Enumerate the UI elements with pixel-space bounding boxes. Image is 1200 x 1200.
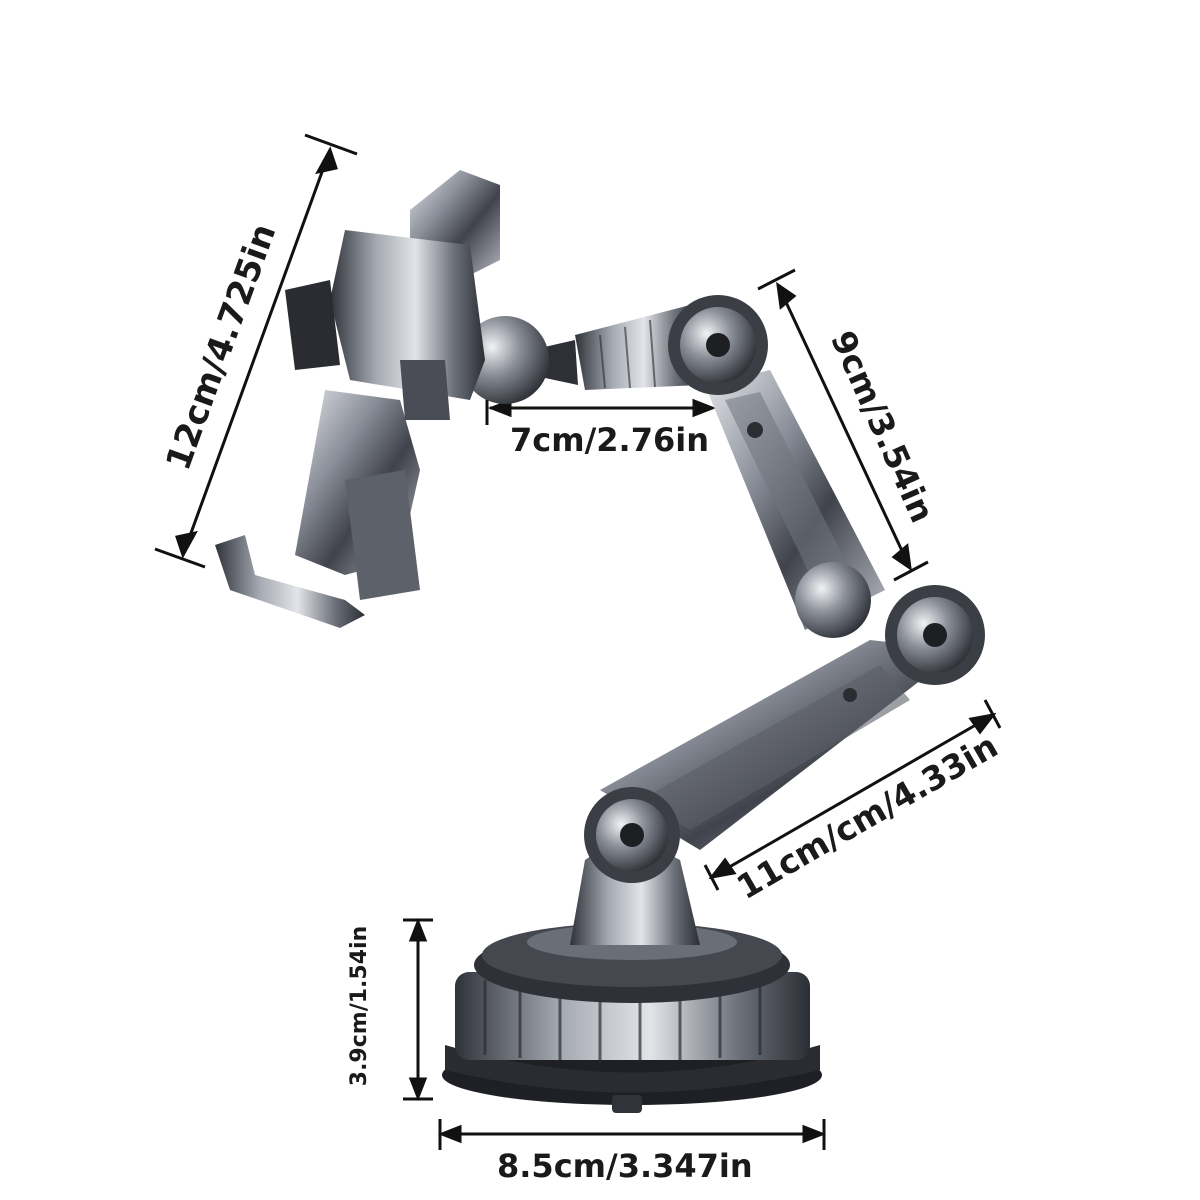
base-height-dimension bbox=[403, 917, 433, 1102]
upper-arm bbox=[705, 370, 985, 685]
base-height-label: 3.9cm/1.54in bbox=[347, 925, 373, 1087]
suction-base bbox=[442, 923, 822, 1113]
base-width-label: 8.5cm/3.347in bbox=[497, 1147, 753, 1185]
holder-arm bbox=[461, 295, 768, 404]
dimension-lines bbox=[154, 133, 1002, 1150]
lower-arm-dimension bbox=[703, 699, 1002, 891]
lower-arm bbox=[584, 640, 960, 883]
holder-height-dimension bbox=[154, 133, 358, 569]
holder-arm-dimension bbox=[485, 392, 717, 425]
phone-clamp bbox=[215, 170, 500, 628]
upper-arm-dimension bbox=[757, 268, 929, 582]
holder-arm-label: 7cm/2.76in bbox=[510, 421, 709, 459]
base-width-dimension bbox=[437, 1119, 827, 1150]
